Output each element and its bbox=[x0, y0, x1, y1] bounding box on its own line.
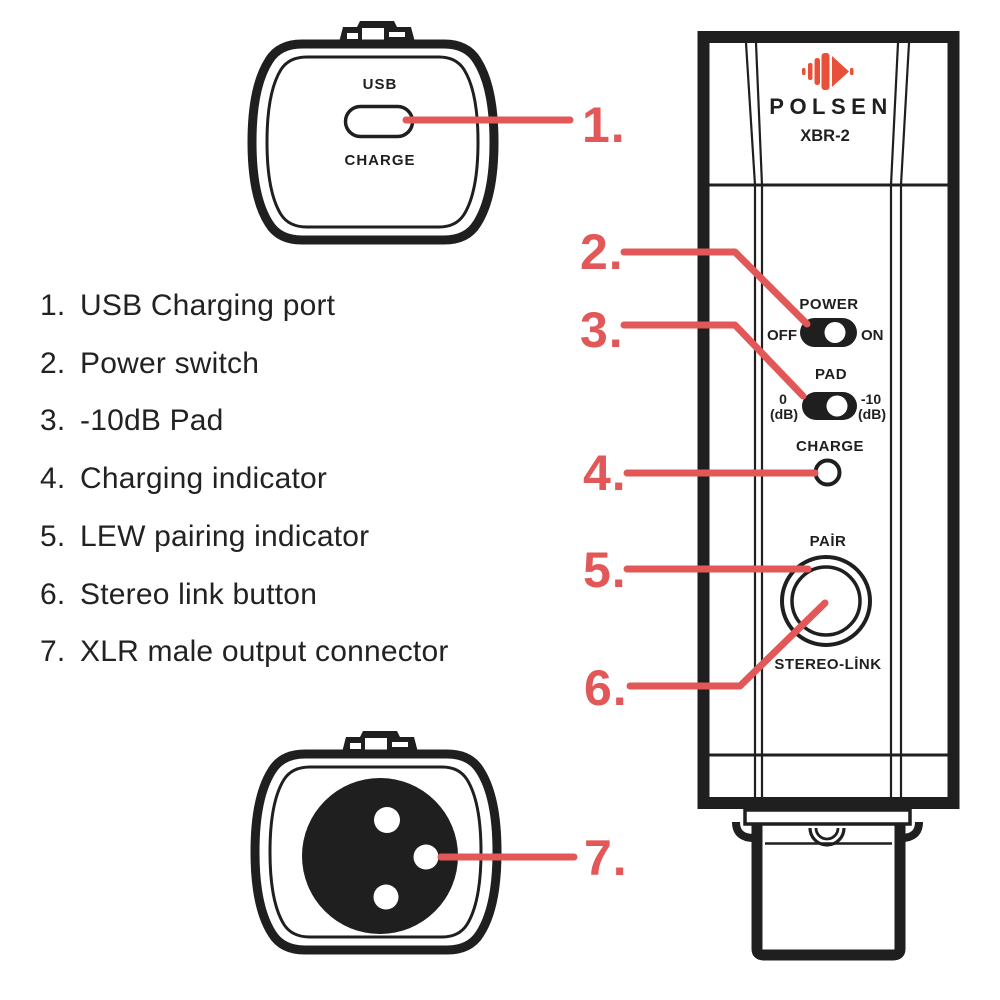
xlr-pin-2 bbox=[374, 807, 400, 833]
legend-item-number: 3. bbox=[40, 404, 66, 437]
xlr-view-clip-window-center bbox=[365, 738, 387, 750]
legend-item-label: Charging indicator bbox=[80, 462, 328, 495]
legend-item-label: USB Charging port bbox=[80, 289, 336, 322]
leader-line-6 bbox=[626, 599, 829, 690]
top-view-illustration: USB CHARGE bbox=[247, 21, 499, 245]
callout-number-2: 2. bbox=[580, 224, 624, 280]
xlr-barrel bbox=[751, 814, 906, 961]
receiver-collar bbox=[743, 808, 912, 826]
pad-0-label: 0 bbox=[779, 391, 787, 407]
power-switch-knob bbox=[824, 322, 846, 343]
legend-item-number: 4. bbox=[40, 462, 66, 495]
pad-0db-label: (dB) bbox=[770, 406, 798, 422]
legend-item-number: 2. bbox=[40, 347, 66, 380]
callout-number-4: 4. bbox=[583, 445, 627, 501]
legend-item-1: 1. USB Charging port bbox=[40, 289, 335, 323]
legend-item-7: 7. XLR male output connector bbox=[40, 635, 449, 669]
xlr-barrel-notch-outer bbox=[808, 827, 846, 847]
xlr-connector-face bbox=[302, 778, 458, 934]
polsen-logo-icon bbox=[802, 53, 854, 90]
top-view-clip-window-right bbox=[389, 32, 405, 37]
xlr-view-clip-window-left bbox=[350, 743, 361, 749]
top-view-inner-shell bbox=[265, 55, 480, 229]
stereo-link-label: STEREO-LİNK bbox=[774, 656, 881, 673]
power-on-label: ON bbox=[861, 327, 884, 344]
pad-switch-knob bbox=[826, 395, 848, 417]
pair-label: PAİR bbox=[810, 533, 847, 550]
callout-number-6: 6. bbox=[584, 660, 628, 716]
pad-label: PAD bbox=[815, 366, 847, 383]
pad-minus10-label: -10 bbox=[861, 391, 881, 407]
legend-item-label: Stereo link button bbox=[80, 578, 318, 611]
collar-shoulder-left bbox=[732, 821, 755, 842]
pad-minus10db-label: (dB) bbox=[858, 406, 886, 422]
legend-item-number: 6. bbox=[40, 578, 66, 611]
leader-line-2 bbox=[620, 248, 811, 328]
legend-item-3: 3. -10dB Pad bbox=[40, 404, 224, 438]
callout-number-3: 3. bbox=[580, 302, 624, 358]
legend-item-label: -10dB Pad bbox=[80, 404, 224, 437]
charge-port-label: CHARGE bbox=[344, 152, 415, 169]
xlr-view-illustration bbox=[250, 731, 502, 955]
legend-item-5: 5. LEW pairing indicator bbox=[40, 520, 369, 554]
legend-item-6: 6. Stereo link button bbox=[40, 578, 317, 612]
legend-item-label: LEW pairing indicator bbox=[80, 520, 370, 553]
legend-item-4: 4. Charging indicator bbox=[40, 462, 327, 496]
model-label: XBR-2 bbox=[800, 127, 850, 145]
leader-line-3 bbox=[620, 321, 807, 400]
brand-wordmark: POLSEN bbox=[769, 94, 892, 119]
charging-indicator-led bbox=[813, 458, 842, 487]
collar-shoulder-right bbox=[900, 821, 923, 842]
legend-item-label: XLR male output connector bbox=[80, 635, 449, 668]
xlr-barrel-notch-inner bbox=[814, 827, 840, 841]
power-label: POWER bbox=[799, 296, 858, 313]
leader-lines bbox=[402, 116, 829, 861]
callout-number-7: 7. bbox=[584, 830, 628, 886]
power-off-label: OFF bbox=[767, 327, 797, 344]
xlr-pin-3 bbox=[413, 844, 439, 870]
callout-number-1: 1. bbox=[582, 97, 626, 153]
parts-legend: 1. USB Charging port 2. Power switch 3. … bbox=[40, 289, 449, 669]
legend-item-number: 5. bbox=[40, 520, 66, 553]
legend-item-2: 2. Power switch bbox=[40, 347, 259, 381]
top-view-clip-window-left bbox=[347, 33, 358, 39]
receiver-front-illustration: POLSEN XBR-2 POWER OFF ON PAD 0 (dB) -10… bbox=[697, 31, 960, 961]
xlr-pin-1 bbox=[373, 884, 399, 910]
charge-indicator-label: CHARGE bbox=[796, 438, 864, 455]
legend-item-number: 7. bbox=[40, 635, 66, 668]
top-view-clip-window-center bbox=[362, 28, 384, 40]
usb-label: USB bbox=[363, 76, 398, 93]
callout-number-5: 5. bbox=[583, 542, 627, 598]
xlr-view-clip-window-right bbox=[392, 742, 408, 747]
legend-item-number: 1. bbox=[40, 289, 66, 322]
legend-item-label: Power switch bbox=[80, 347, 260, 380]
